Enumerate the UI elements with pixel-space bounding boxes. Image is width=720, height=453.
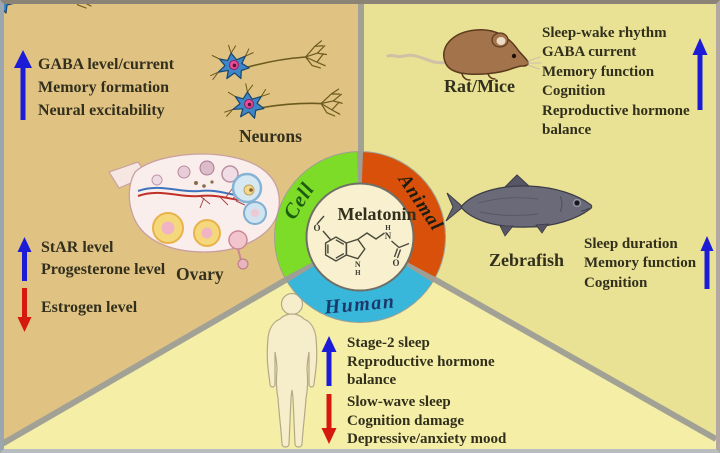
melatonin-molecule-icon: O N H O N H — [313, 215, 410, 277]
effect-item: Cognition — [542, 83, 606, 100]
effect-item: Progesterone level — [41, 261, 166, 278]
melatonin-title: Melatonin — [337, 204, 417, 224]
svg-text:N: N — [355, 260, 361, 269]
rat-mice-effects: Sleep-wake rhythm GABA current Memory fu… — [542, 24, 700, 140]
svg-text:N: N — [385, 231, 392, 241]
ovary-illustration — [108, 153, 280, 270]
svg-text:O: O — [313, 223, 320, 233]
effect-item: Slow-wave sleep — [347, 394, 451, 410]
effect-item: Reproductive hormone balance — [542, 102, 690, 139]
cell-neurons-effects: GABA level/current Memory formation Neur… — [38, 53, 223, 122]
effect-item: Sleep-wake rhythm — [542, 25, 667, 41]
svg-text:O: O — [392, 258, 399, 268]
effect-item: Sleep duration — [584, 236, 678, 252]
up-arrow-icon — [17, 237, 32, 281]
human-down-effects: Slow-wave sleep Cognition damage Depress… — [347, 393, 557, 449]
effect-item: Cognition damage — [347, 412, 465, 429]
ring-segment-cell — [274, 152, 359, 277]
effect-item: Depressive/anxiety mood — [347, 431, 507, 448]
cell-ovary-down-effects: Estrogen level — [41, 297, 201, 319]
effect-item: GABA current — [542, 44, 637, 61]
zebrafish-illustration — [445, 174, 593, 237]
up-arrow-icon — [14, 50, 32, 120]
up-arrow-icon — [692, 38, 708, 110]
ovary-label: Ovary — [176, 264, 224, 284]
effect-item: GABA level/current — [38, 56, 175, 73]
neurons-label: Neurons — [239, 126, 302, 146]
rat-mice-label: Rat/Mice — [444, 76, 515, 96]
effect-item: Stage-2 sleep — [347, 335, 430, 351]
human-silhouette — [266, 292, 318, 448]
effect-item: Memory formation — [38, 79, 170, 96]
svg-text:H: H — [355, 269, 361, 277]
up-arrow-icon — [321, 336, 337, 386]
effect-item: StAR level — [41, 239, 114, 256]
effect-item: Reproductive hormone balance — [347, 353, 495, 389]
effect-item: Memory function — [542, 63, 655, 80]
human-region-bg — [0, 237, 720, 453]
down-arrow-icon — [321, 394, 337, 444]
ring-segment-human — [287, 265, 433, 322]
cell-ovary-up-effects: StAR level Progesterone level — [41, 237, 221, 281]
effect-item: Neural excitability — [38, 102, 165, 119]
mouse-illustration — [386, 29, 542, 81]
down-arrow-icon — [17, 288, 32, 332]
effect-item: Memory function — [584, 255, 697, 272]
effect-item: Estrogen level — [41, 299, 138, 316]
ring-segment-animal — [361, 152, 445, 277]
zebrafish-label: Zebrafish — [489, 250, 565, 270]
zebrafish-effects: Sleep duration Memory function Cognition — [584, 235, 699, 293]
svg-text:H: H — [385, 224, 391, 232]
up-arrow-icon — [700, 236, 714, 289]
effect-item: Cognition — [584, 274, 648, 291]
human-up-effects: Stage-2 sleep Reproductive hormone balan… — [347, 334, 515, 390]
